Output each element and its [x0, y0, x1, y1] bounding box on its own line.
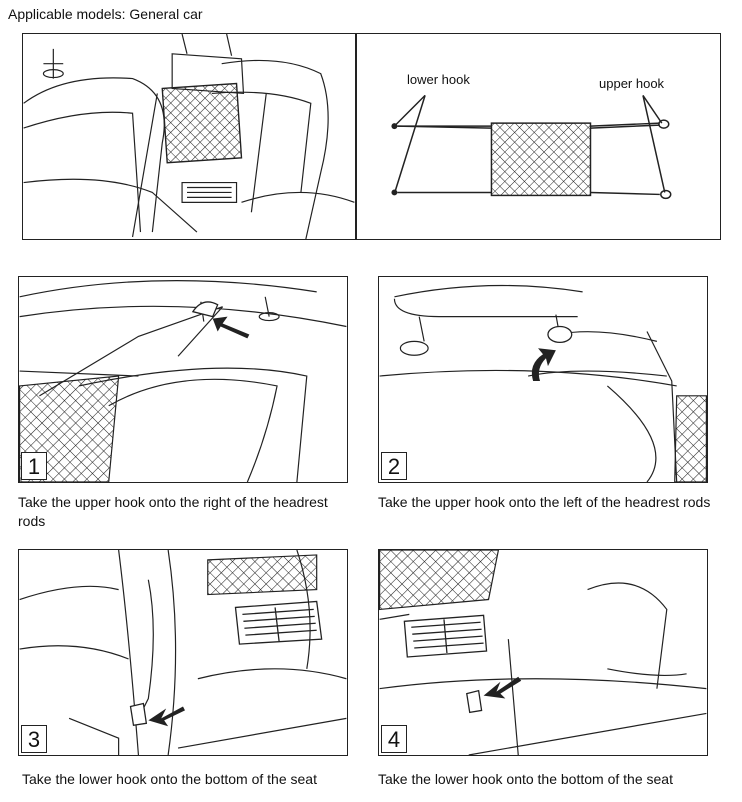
- curved-arrow-icon: [531, 348, 556, 381]
- upper-hook-icon: [658, 119, 672, 200]
- step-4-illustration: [379, 550, 707, 755]
- step-2-illustration: [379, 284, 707, 482]
- upper-hook-label: upper hook: [599, 76, 665, 91]
- step-1-caption: Take the upper hook onto the right of th…: [18, 494, 328, 529]
- lower-hook-icon: [391, 123, 398, 196]
- step-4-panel: 4: [378, 549, 708, 756]
- step-4-caption: Take the lower hook onto the bottom of t…: [378, 771, 673, 787]
- air-vent: [234, 600, 323, 645]
- overview-photo-panel: [22, 33, 356, 240]
- net-mesh: [490, 122, 592, 197]
- net-mesh: [161, 82, 243, 164]
- curved-arrow-icon: [148, 706, 185, 727]
- step-number-4: 4: [381, 725, 407, 753]
- step-3-illustration: [19, 550, 347, 755]
- curved-arrow-icon: [483, 676, 522, 699]
- curved-arrow-icon: [212, 316, 250, 339]
- applicable-models-text: Applicable models: General car: [8, 6, 203, 22]
- step-1-panel: 1: [18, 276, 348, 483]
- step-number-2: 2: [381, 452, 407, 480]
- step-3-caption: Take the lower hook onto the bottom of t…: [22, 771, 317, 787]
- lower-hook-label: lower hook: [407, 72, 470, 87]
- air-vent: [403, 614, 488, 658]
- step-2-panel: 2: [378, 276, 708, 483]
- step-number-3: 3: [21, 725, 47, 753]
- step-2-caption: Take the upper hook onto the left of the…: [378, 494, 711, 510]
- car-interior-illustration: [23, 34, 355, 239]
- step-1-illustration: [19, 280, 347, 482]
- net-diagram-panel: lower hook upper hook: [356, 33, 721, 240]
- step-3-panel: 3: [18, 549, 348, 756]
- net-diagram: [391, 94, 672, 200]
- step-number-1: 1: [21, 452, 47, 480]
